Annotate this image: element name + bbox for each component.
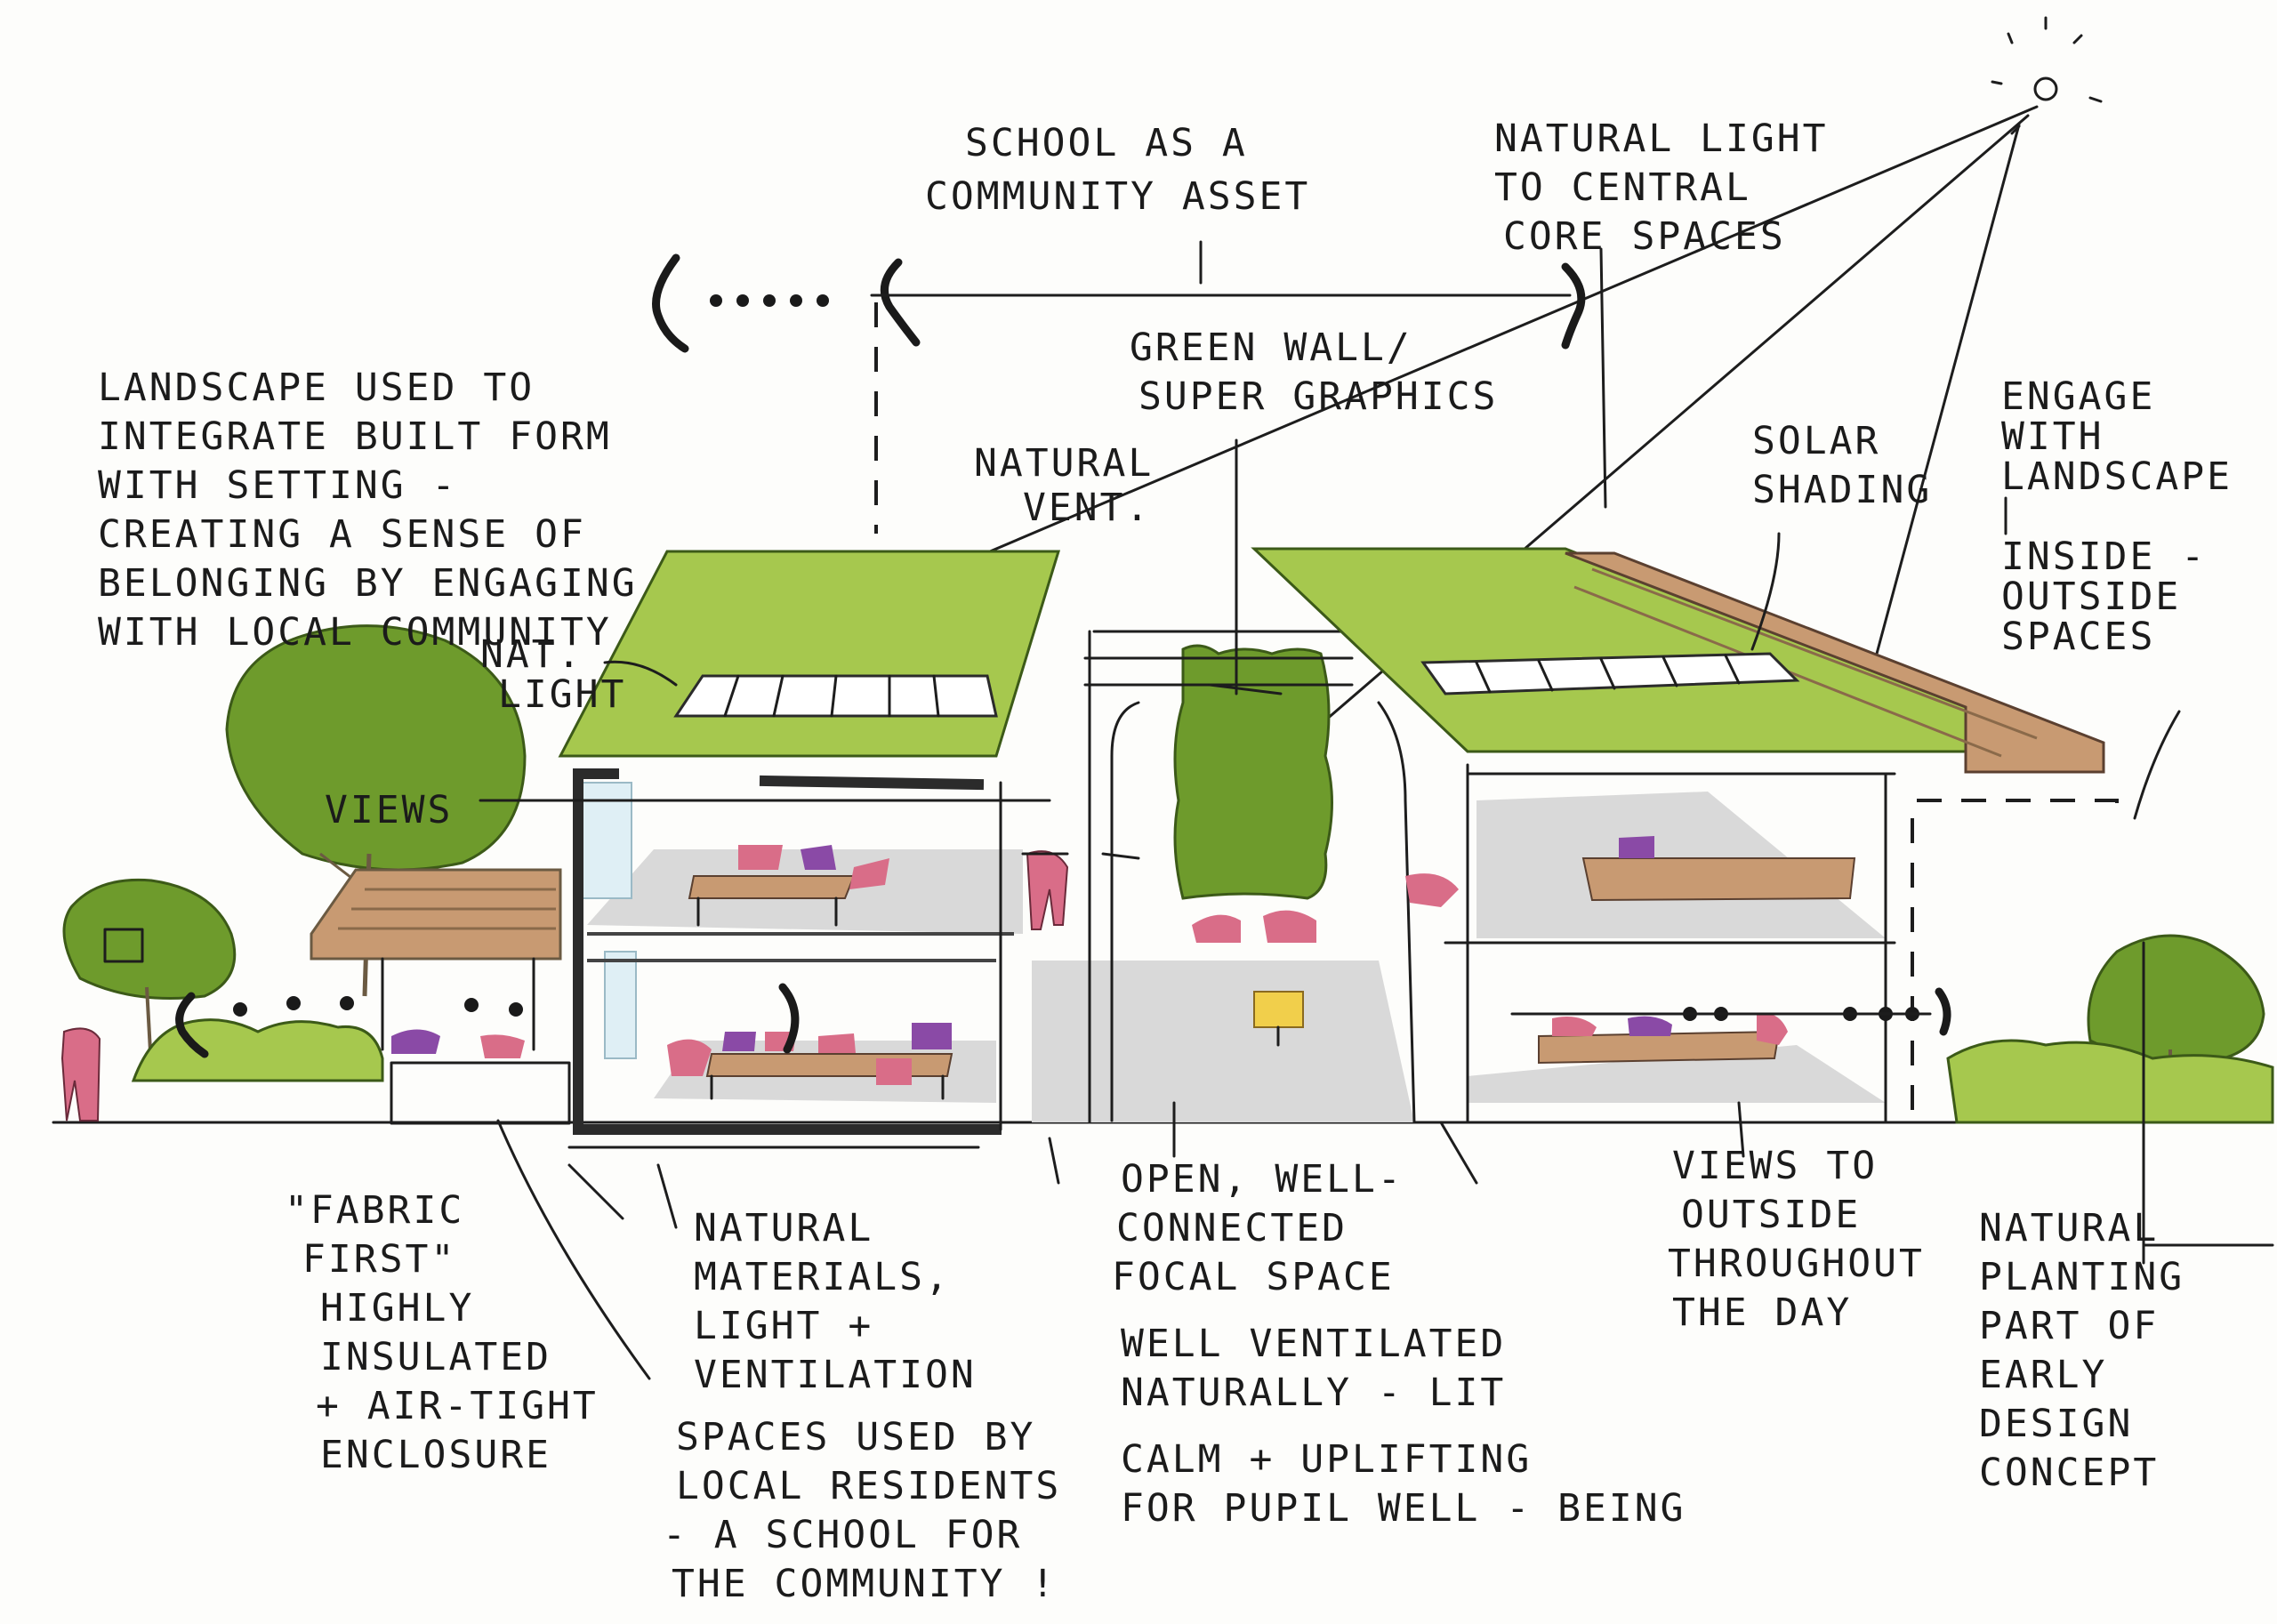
label-materials-2: MATERIALS, [694,1255,951,1299]
label-natural-light-1: NATURAL LIGHT [1494,117,1829,161]
label-views-outside-2: OUTSIDE [1681,1193,1861,1237]
label-landscape-3: WITH SETTING - [98,463,457,508]
label-materials-1: NATURAL [694,1206,873,1250]
label-nat-light-2: LIGHT [498,672,626,717]
label-natural-vent-1: NATURAL [974,441,1154,486]
label-calm-1: CALM + UPLIFTING [1121,1437,1532,1482]
label-nat-light-1: NAT. [480,632,583,677]
label-spaces-3: - A SCHOOL FOR [663,1513,1022,1557]
label-planting-3: PART OF [1979,1304,2159,1348]
label-inside-1: INSIDE - [2001,535,2207,579]
label-green-wall-2: SUPER GRAPHICS [1138,374,1498,419]
label-school-asset-1: SCHOOL AS A [965,121,1248,165]
label-inside-2: OUTSIDE [2001,575,2181,619]
label-calm-2: FOR PUPIL WELL - BEING [1121,1486,1686,1531]
label-planting-1: NATURAL [1979,1206,2159,1250]
left-building [479,550,1140,1149]
label-natural-light-2: TO CENTRAL [1494,165,1751,210]
leader-lines [496,247,2181,1380]
annotations: SCHOOL AS A COMMUNITY ASSET NATURAL LIGH… [98,117,2233,1606]
label-fabric-6: ENCLOSURE [320,1433,551,1477]
right-landscape [1946,934,2274,1265]
sun-icon [1991,16,2103,135]
label-views-outside-3: THROUGHOUT [1668,1242,1925,1286]
label-open-3: FOCAL SPACE [1112,1255,1395,1299]
label-landscape-4: CREATING A SENSE OF [98,512,586,557]
label-fabric-1: "FABRIC [285,1188,464,1233]
label-landscape-1: LANDSCAPE USED TO [98,366,535,410]
label-landscape-2: INTEGRATE BUILT FORM [98,414,612,459]
label-spaces-4: THE COMMUNITY ! [672,1562,1057,1606]
label-engage-1: ENGAGE [2001,374,2155,419]
label-natural-vent-2: VENT. [1023,486,1151,530]
right-building [1251,547,2119,1124]
label-green-wall-1: GREEN WALL/ [1130,326,1412,370]
central-core [1032,438,1416,1124]
left-landscape [60,624,571,1125]
label-planting-2: PLANTING [1979,1255,2184,1299]
label-open-2: CONNECTED [1116,1206,1348,1250]
label-spaces-2: LOCAL RESIDENTS [676,1464,1061,1508]
label-fabric-2: FIRST" [302,1237,456,1282]
community-span-arrow [652,240,1586,534]
label-fabric-4: INSULATED [320,1335,551,1379]
label-inside-3: SPACES [2001,615,2155,659]
label-fabric-5: + AIR-TIGHT [316,1384,599,1428]
label-natural-light-3: CORE SPACES [1503,214,1786,259]
label-engage-2: WITH [2001,414,2104,459]
label-engage-3: LANDSCAPE [2001,454,2233,499]
label-planting-6: CONCEPT [1979,1451,2159,1495]
label-fabric-3: HIGHLY [320,1286,474,1331]
label-views-outside-1: VIEWS TO [1672,1144,1878,1188]
label-landscape-5: BELONGING BY ENGAGING [98,561,638,606]
label-planting-4: EARLY [1979,1353,2107,1397]
label-school-asset-2: COMMUNITY ASSET [925,174,1310,219]
label-planting-5: DESIGN [1979,1402,2133,1446]
label-ventilated-2: NATURALLY - LIT [1121,1371,1506,1415]
label-views: VIEWS [325,788,453,832]
label-landscape-6: WITH LOCAL COMMUNITY [98,610,612,655]
label-views-outside-4: THE DAY [1672,1290,1852,1335]
label-materials-4: VENTILATION [694,1353,977,1397]
label-open-1: OPEN, WELL- [1121,1157,1404,1202]
label-solar-shading-1: SOLAR [1752,419,1880,463]
label-solar-shading-2: SHADING [1752,468,1932,512]
label-ventilated-1: WELL VENTILATED [1121,1322,1506,1366]
label-spaces-1: SPACES USED BY [676,1415,1035,1459]
label-materials-3: LIGHT + [694,1304,873,1348]
